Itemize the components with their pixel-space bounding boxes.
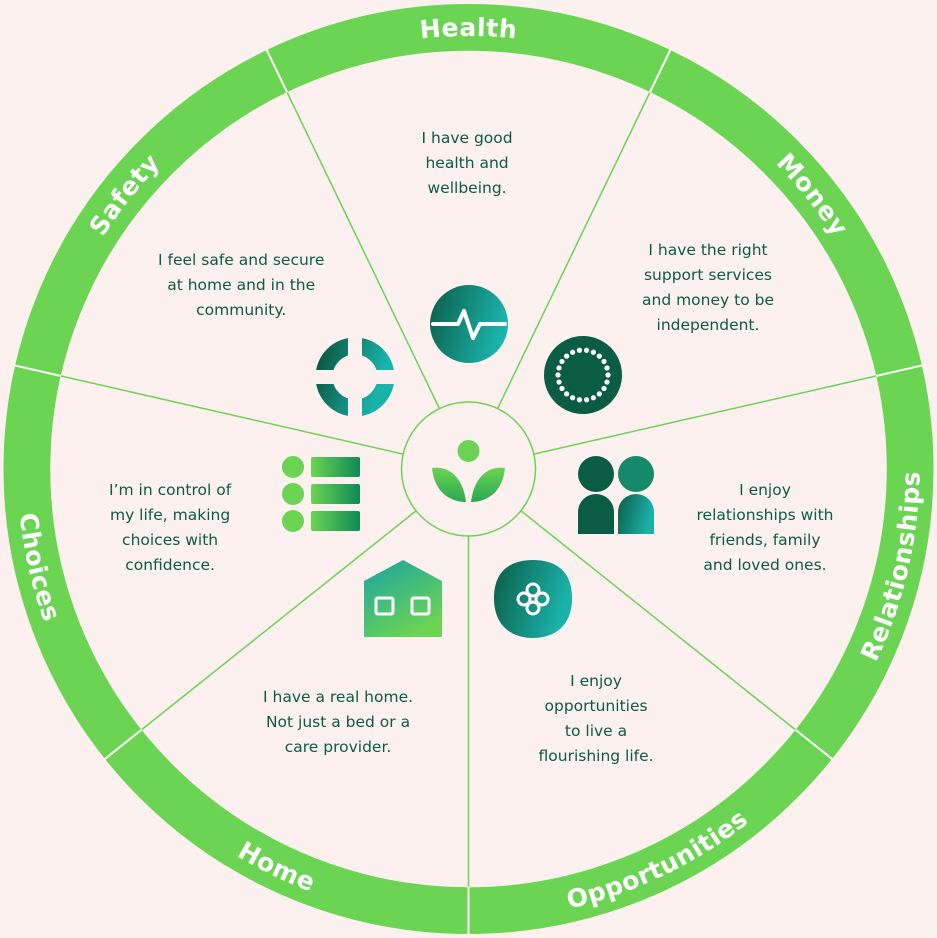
segment-text-health: I have good health and wellbeing. xyxy=(422,126,513,201)
ring-divider xyxy=(103,728,143,761)
ring-label-health: Health xyxy=(419,13,519,45)
segment-text-line: care provider. xyxy=(284,738,392,756)
segment-text-line: flourishing life. xyxy=(538,747,654,765)
ring-divider xyxy=(648,48,672,93)
segment-divider xyxy=(59,375,404,455)
coin-dot xyxy=(556,365,562,371)
segment-dividers xyxy=(13,48,924,935)
people-icon xyxy=(578,456,654,534)
segment-text-line: and loved ones. xyxy=(703,556,827,574)
segment-text-line: health and xyxy=(425,154,509,172)
segment-text-line: and money to be xyxy=(642,291,774,309)
coin-dot xyxy=(556,379,562,385)
flower-icon xyxy=(494,560,572,638)
segment-text-line: I enjoy xyxy=(739,481,791,499)
coin-icon xyxy=(544,336,622,414)
segment-text-opportunities: I enjoy opportunities to live a flourishing… xyxy=(539,669,654,769)
segment-divider xyxy=(140,510,417,731)
segment-text-line: confidence. xyxy=(125,556,215,574)
coin-dot xyxy=(596,391,602,397)
list-icon xyxy=(282,456,360,532)
segment-text-line: wellbeing. xyxy=(427,179,507,197)
coin-dot xyxy=(564,353,570,359)
segment-text-line: I enjoy xyxy=(570,672,622,690)
segment-text-relationships: I enjoy relationships with friends, family… xyxy=(697,478,834,578)
segment-text-line: friends, family xyxy=(709,531,821,549)
coin-dot xyxy=(570,395,576,401)
segment-text-line: relationships with xyxy=(696,506,834,524)
coin-dot xyxy=(564,391,570,397)
coin-dot xyxy=(555,372,561,378)
segment-text-safety: I feel safe and secure at home and in the… xyxy=(158,248,324,323)
coin-dot xyxy=(601,358,607,365)
segment-text-line: independent. xyxy=(656,316,760,334)
segment-text-line: Not just a bed or a xyxy=(265,713,411,731)
coin-dot xyxy=(601,385,607,392)
coin-dot xyxy=(596,353,602,359)
coin-dot xyxy=(605,372,611,378)
segment-text-line: I have a real home. xyxy=(263,688,414,706)
lifebuoy-icon xyxy=(312,334,398,420)
segment-text-choices: I’m in control of my life, making choices … xyxy=(109,478,231,578)
ring-divider xyxy=(794,728,834,761)
segment-text-line: I feel safe and secure xyxy=(158,251,325,269)
coin-dot xyxy=(590,349,596,355)
segment-text-line: I have good xyxy=(421,129,513,147)
segment-text-line: support services xyxy=(643,266,773,284)
center-hub xyxy=(400,401,537,537)
segment-text-line: to live a xyxy=(564,722,628,740)
coin-dot xyxy=(590,395,596,401)
coin-dot xyxy=(583,397,590,403)
coin-dot xyxy=(570,349,576,355)
coin-dot xyxy=(583,347,590,353)
segment-divider xyxy=(533,375,878,455)
coin-dot xyxy=(604,365,610,371)
segment-text-line: my life, making xyxy=(109,506,231,524)
ring-divider xyxy=(265,48,289,93)
house-icon xyxy=(364,560,442,637)
segment-text-line: at home and in the xyxy=(167,276,316,294)
coin-dot xyxy=(604,379,610,385)
segment-divider xyxy=(496,91,651,409)
segment-text-home: I have a real home. Not just a bed or a ca… xyxy=(263,685,413,760)
segment-text-line: I have the right xyxy=(648,241,768,259)
coin-dot xyxy=(559,358,565,365)
segment-text-money: I have the right support services and mone… xyxy=(642,238,774,338)
segment-divider xyxy=(520,510,797,731)
ring-divider xyxy=(875,364,924,377)
ring-divider xyxy=(13,364,62,377)
coin-dot xyxy=(576,347,583,353)
ring-label-opportunities: Opportunities xyxy=(564,804,754,915)
heartbeat-icon xyxy=(430,285,508,363)
segment-text-line: opportunities xyxy=(544,697,648,715)
segment-text-line: I’m in control of xyxy=(109,481,232,499)
sprout-icon xyxy=(432,440,505,502)
coin-dot xyxy=(576,397,583,403)
segment-text-line: choices with xyxy=(122,531,219,549)
segment-text-line: community. xyxy=(196,301,287,319)
segment-divider xyxy=(286,91,441,409)
coin-dot xyxy=(559,385,565,392)
